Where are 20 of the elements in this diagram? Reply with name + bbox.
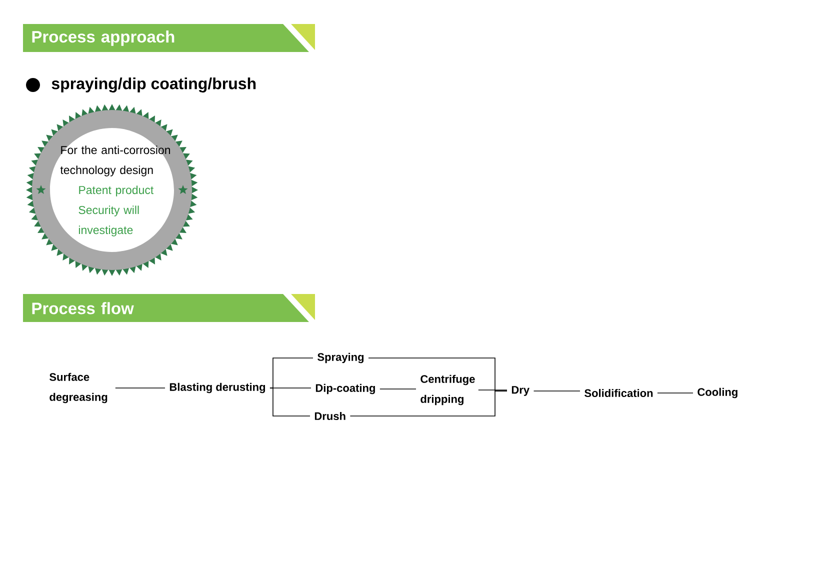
step-label: Dip-coating — [316, 384, 375, 394]
step-label: Centrifuge dripping — [420, 374, 475, 406]
step-label: Dry — [512, 386, 530, 396]
heading-band: Process approach — [23, 24, 315, 52]
badge-text: For the anti-corrosion technology design — [60, 146, 170, 176]
list-item: spraying/dip coating/brush — [52, 78, 256, 92]
connector-line — [380, 388, 416, 390]
connector-line — [533, 390, 580, 392]
badge-text: Patent product Security will investigate — [78, 186, 154, 236]
heading-band: Process flow — [23, 294, 315, 322]
connector-line — [270, 358, 314, 388]
connector-line — [350, 390, 508, 416]
step-label: Cooling — [698, 388, 738, 398]
step-label: Surface degreasing — [50, 372, 108, 404]
step-label: Blasting derusting — [170, 382, 266, 394]
connector-line — [657, 392, 694, 394]
step-label: Drush — [314, 412, 346, 420]
step-label: Spraying — [318, 352, 364, 364]
step-label: Solidification — [584, 388, 653, 398]
connector-line — [270, 388, 310, 416]
